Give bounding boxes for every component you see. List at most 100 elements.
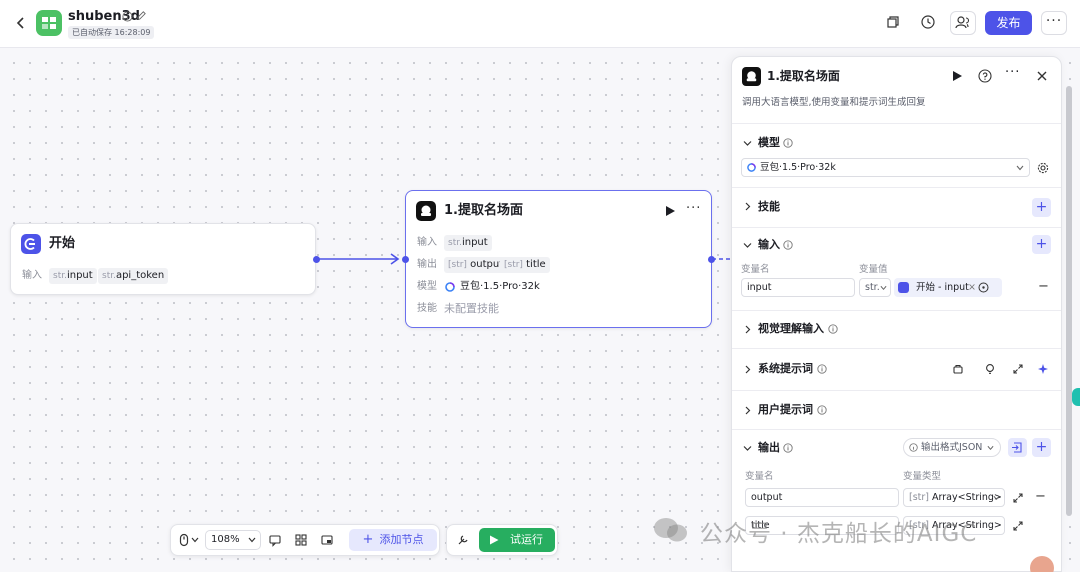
input-section-title: 输入 [758,238,780,251]
avatar [1030,556,1054,572]
publish-button[interactable]: 发布 [985,11,1032,35]
remove-output-icon[interactable]: − [1035,489,1046,504]
info-icon[interactable] [783,138,793,148]
chevron-right-icon[interactable] [743,365,752,374]
chevron-right-icon[interactable] [743,325,752,334]
play-icon [490,535,499,545]
doubao-model-icon [445,282,455,292]
autosave-status: 已自动保存 16:28:09 [68,26,155,39]
watermark-text: 公众号 · 杰克船长的AIGC [700,521,978,547]
chevron-down-icon[interactable] [743,444,752,453]
input-var-type-select[interactable]: str. [859,278,891,297]
divider [732,390,1061,391]
debug-tool-icon[interactable] [456,533,470,547]
expand-icon[interactable] [1012,363,1024,375]
more-options-button[interactable]: ··· [1041,11,1067,35]
divider [732,348,1061,349]
canvas-toolbar: 108% +添加节点 [170,524,440,556]
llm-node-icon [416,201,436,221]
panel-more-icon[interactable]: ··· [1005,65,1021,80]
zoom-select[interactable]: 108% [205,530,261,550]
panel-scrollbar[interactable] [1066,86,1072,516]
chevron-down-icon[interactable] [191,537,199,543]
chevron-down-icon[interactable] [743,139,752,148]
close-icon[interactable] [1035,69,1049,83]
llm-model-label: 模型 [417,281,437,292]
side-tab[interactable] [1072,388,1080,406]
add-node-button[interactable]: +添加节点 [349,529,437,551]
edit-icon[interactable] [136,10,147,21]
divider [732,429,1061,430]
history-icon[interactable] [920,14,936,30]
back-arrow-icon[interactable] [12,14,30,32]
output-format-select[interactable]: 输出格式JSON [903,438,1001,457]
info-icon[interactable] [122,11,133,22]
info-icon[interactable] [828,324,838,334]
chevron-right-icon[interactable] [743,202,752,211]
output-var-type-select[interactable]: [str] Array<String> [903,516,1005,535]
llm-input-chip: str.input [444,235,492,251]
info-icon[interactable] [783,443,793,453]
collaborators-button[interactable] [950,11,976,35]
plus-icon: + [362,532,374,547]
chevron-right-icon[interactable] [743,406,752,415]
ai-sparkle-icon[interactable] [1037,363,1049,375]
output-import-button[interactable] [1008,438,1027,457]
llm-node-title: 1.提取名场面 [444,203,523,218]
add-output-button[interactable]: + [1032,438,1051,457]
llm-node[interactable]: 1.提取名场面 ··· 输入 str.input 输出 [str] output… [401,190,715,328]
comment-icon[interactable] [268,533,282,547]
vision-section-title: 视觉理解输入 [758,322,824,335]
help-icon[interactable] [978,69,992,83]
run-node-icon[interactable] [664,205,676,217]
divider [732,310,1061,311]
llm-input-port[interactable] [401,256,409,263]
remove-input-icon[interactable]: − [1038,279,1049,294]
prompt-library-icon[interactable] [952,363,964,375]
import-icon [1012,442,1022,453]
expand-icon[interactable] [1012,520,1024,532]
user-prompt-section-title: 用户提示词 [758,403,813,416]
minimap-icon[interactable] [320,533,334,547]
clear-icon[interactable]: × [968,282,976,293]
expand-icon[interactable] [1012,492,1024,504]
input-var-reference[interactable]: 开始 - input × [894,278,1002,297]
start-input-label: 输入 [22,270,42,281]
layout-grid-icon[interactable] [294,533,308,547]
top-bar: shuben3d 已自动保存 16:28:09 发布 ··· [0,0,1080,48]
start-api-token-chip: str.api_token [98,268,169,284]
node-config-panel: 1.提取名场面 ··· 调用大语言模型,使用变量和提示词生成回复 模型 豆包·1… [731,56,1062,572]
info-icon[interactable] [817,405,827,415]
divider [732,227,1061,228]
model-section-title: 模型 [758,136,780,149]
llm-output-port[interactable] [708,256,715,263]
chevron-down-icon [1016,165,1024,171]
output-section-title: 输出 [758,441,780,454]
model-select[interactable]: 豆包·1.5·Pro·32k [741,158,1030,177]
mouse-mode-icon[interactable] [177,533,191,547]
settings-gear-icon[interactable] [1037,162,1049,174]
run-node-icon[interactable] [950,69,964,83]
output-var-name-field[interactable]: output [745,488,899,507]
start-output-port[interactable] [313,256,320,263]
copy-icon[interactable] [885,14,901,30]
input-var-name-field[interactable]: input [741,278,855,297]
skill-section-title: 技能 [758,200,780,213]
start-node-title: 开始 [49,236,76,251]
output-var-name-field[interactable]: title [745,516,899,535]
divider [732,187,1061,188]
trial-run-button[interactable]: 试运行 [479,528,555,552]
start-input-chip: str.input [49,268,97,284]
info-icon[interactable] [783,240,793,250]
node-more-icon[interactable]: ··· [686,201,702,216]
llm-skill-label: 技能 [417,303,437,314]
start-node[interactable]: 开始 输入 str.input str.api_token [10,223,320,295]
chevron-down-icon [993,495,1000,501]
add-skill-button[interactable]: + [1032,198,1051,217]
lightbulb-icon[interactable] [984,363,996,375]
chevron-down-icon[interactable] [743,241,752,250]
info-icon[interactable] [817,364,827,374]
output-var-type-select[interactable]: [str] Array<String> [903,488,1005,507]
add-input-button[interactable]: + [1032,235,1051,254]
variable-ref-icon[interactable] [978,282,989,293]
